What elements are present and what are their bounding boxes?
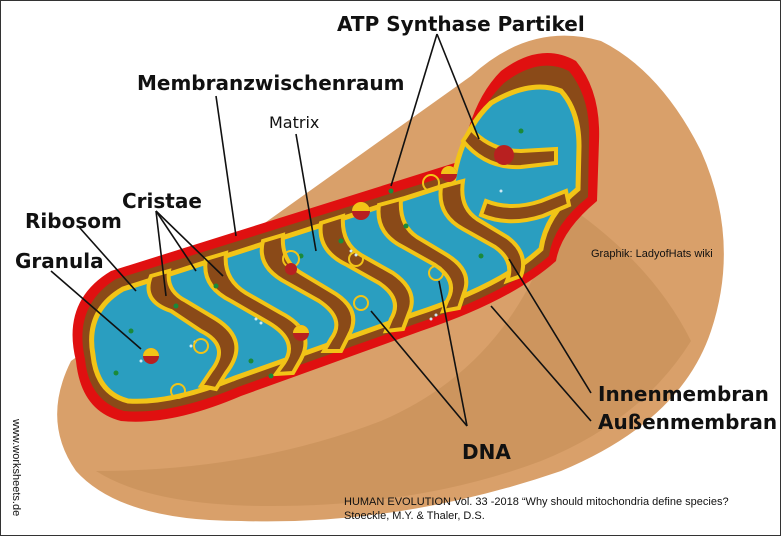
leader-lines [50, 33, 592, 427]
label-innenmembran: Innenmembran [598, 382, 769, 406]
label-atp-synthase: ATP Synthase Partikel [337, 12, 585, 36]
label-aussenmembran: Außenmembran [598, 410, 778, 434]
site-credit: www.worksheets.de [10, 419, 22, 517]
citation-line-2: Stoeckle, M.Y. & Thaler, D.S. [344, 510, 485, 522]
graphik-credit: Graphik: LadyofHats wiki [591, 248, 713, 260]
label-matrix: Matrix [269, 113, 320, 132]
outer-body-shadow [96, 201, 691, 506]
citation-line-1: HUMAN EVOLUTION Vol. 33 -2018 “Why shoul… [344, 496, 729, 508]
label-dna: DNA [462, 440, 511, 464]
ribosomes [113, 128, 524, 379]
label-granula: Granula [15, 249, 104, 273]
granules [143, 145, 514, 364]
label-ribosom: Ribosom [25, 209, 122, 233]
label-membranzwischenraum: Membranzwischenraum [137, 71, 405, 95]
label-cristae: Cristae [122, 189, 202, 213]
